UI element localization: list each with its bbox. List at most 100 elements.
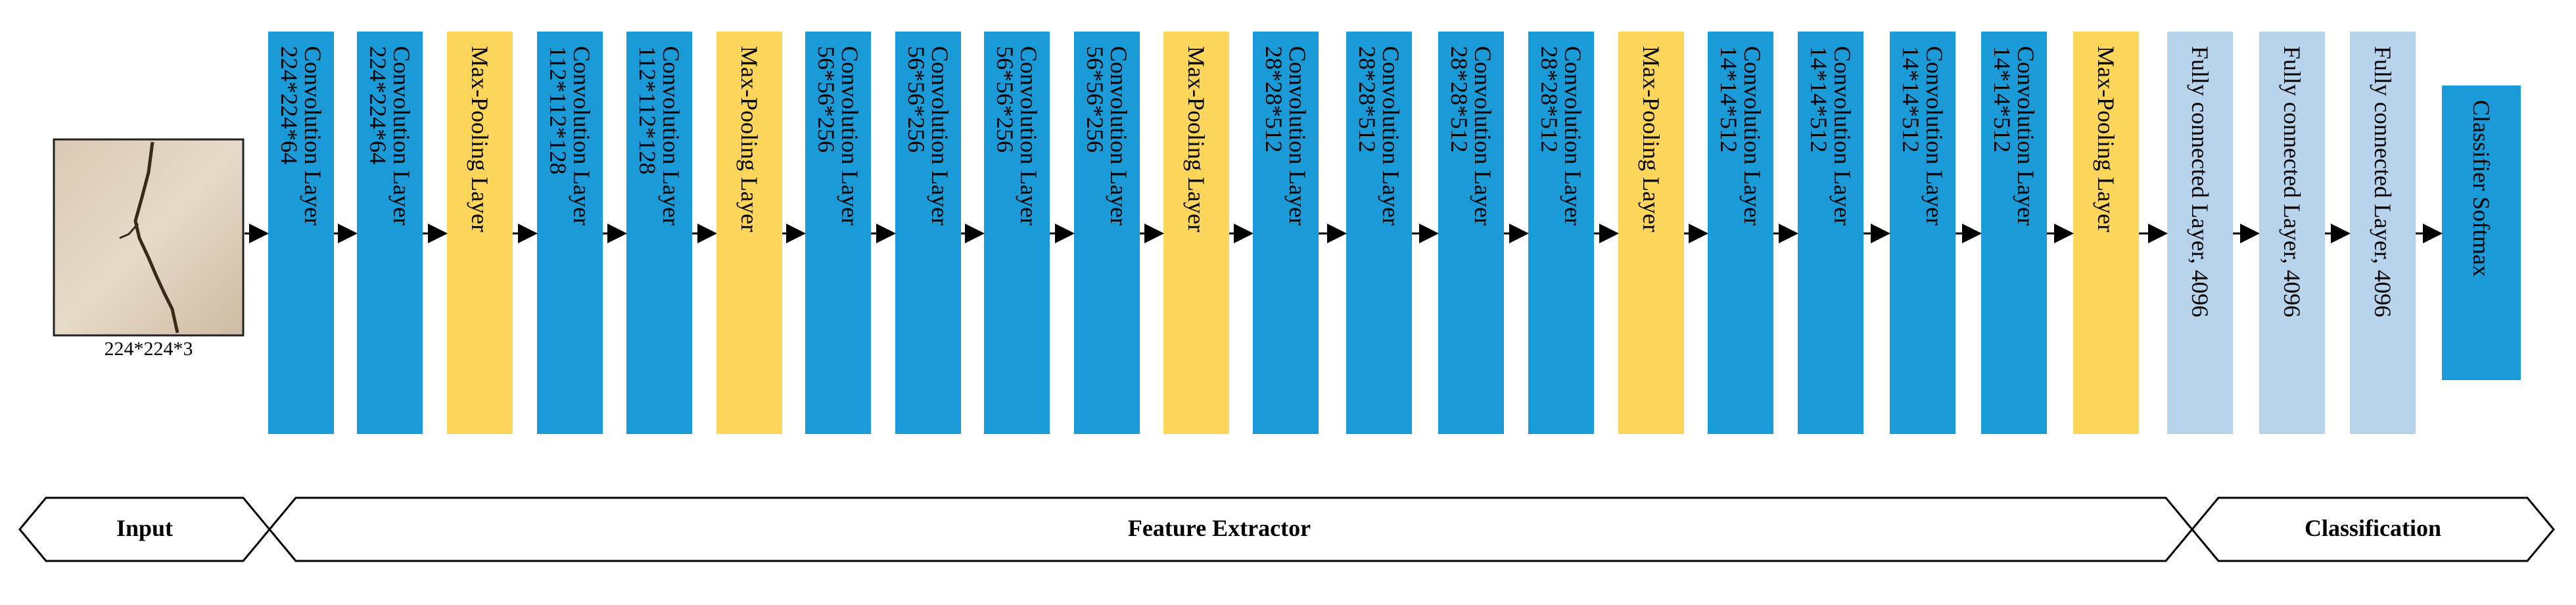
layer-box <box>1981 32 2047 434</box>
layer-9-conv: Convolution Layer56*56*256 <box>984 32 1050 434</box>
layer-size: 28*28*512 <box>1354 46 1380 153</box>
layer-name: Fully connected Layer, 4096 <box>2279 46 2305 317</box>
layer-box <box>2073 32 2139 434</box>
layer-name: Convolution Layer <box>569 46 595 226</box>
layer-4-conv: Convolution Layer112*112*128 <box>537 32 603 434</box>
layer-box <box>984 32 1050 434</box>
layer-label: Convolution Layer224*224*64 <box>365 46 415 226</box>
layer-box <box>805 32 871 434</box>
stage-input-label: Input <box>116 515 173 541</box>
layer-7-conv: Convolution Layer56*56*256 <box>805 32 871 434</box>
layer-box <box>626 32 692 434</box>
layer-20-conv: Convolution Layer14*14*512 <box>1981 32 2047 434</box>
stage-classification-label: Classification <box>2305 515 2441 541</box>
layer-5-conv: Convolution Layer112*112*128 <box>626 32 692 434</box>
layer-15-conv: Convolution Layer28*28*512 <box>1528 32 1594 434</box>
layer-size: 112*112*128 <box>545 46 571 174</box>
layer-box <box>1528 32 1594 434</box>
layer-label: Convolution Layer28*28*512 <box>1446 46 1496 226</box>
layer-name: Convolution Layer <box>1016 46 1042 226</box>
stage-banners: Input Feature Extractor Classification <box>18 496 2555 562</box>
stage-feature-extractor-label: Feature Extractor <box>1128 515 1311 541</box>
layer-label: Max-Pooling Layer <box>467 46 493 232</box>
layer-label: Max-Pooling Layer <box>1183 46 1209 232</box>
layer-label: Convolution Layer14*14*512 <box>1806 46 1856 226</box>
layer-size: 56*56*256 <box>813 46 839 153</box>
layer-box <box>1618 32 1684 434</box>
layer-18-conv: Convolution Layer14*14*512 <box>1798 32 1863 434</box>
layer-box <box>716 32 782 434</box>
layer-box <box>1253 32 1319 434</box>
layer-name: Convolution Layer <box>1739 46 1766 226</box>
layer-label: Convolution Layer112*112*128 <box>545 46 595 226</box>
layer-name: Max-Pooling Layer <box>1638 46 1664 232</box>
layer-name: Convolution Layer <box>388 46 415 226</box>
layer-box <box>2259 32 2325 434</box>
layer-size: 56*56*256 <box>1082 46 1108 153</box>
layer-size: 112*112*128 <box>634 46 661 174</box>
layer-label: Max-Pooling Layer <box>1638 46 1664 232</box>
layer-8-conv: Convolution Layer56*56*256 <box>895 32 961 434</box>
layer-size: 14*14*512 <box>1716 46 1742 153</box>
layer-size: 56*56*256 <box>992 46 1018 153</box>
layer-size: 28*28*512 <box>1536 46 1562 153</box>
layer-box <box>1708 32 1773 434</box>
layer-11-pool: Max-Pooling Layer <box>1163 32 1229 434</box>
layer-box <box>1798 32 1863 434</box>
layer-size: 28*28*512 <box>1261 46 1287 153</box>
layer-label: Convolution Layer56*56*256 <box>813 46 863 226</box>
layer-box <box>268 32 334 434</box>
layer-box <box>1074 32 1140 434</box>
layer-size: 56*56*256 <box>903 46 929 153</box>
layer-name: Fully connected Layer, 4096 <box>2370 46 2396 317</box>
layer-name: Classifier Softmax <box>2468 100 2494 277</box>
layer-label: Convolution Layer14*14*512 <box>1989 46 2039 226</box>
layer-24-fc: Fully connected Layer, 4096 <box>2350 32 2416 434</box>
layer-name: Convolution Layer <box>300 46 326 226</box>
layer-label: Convolution Layer224*224*64 <box>276 46 326 226</box>
layer-name: Convolution Layer <box>2013 46 2039 226</box>
input-image <box>53 138 245 337</box>
layer-label: Fully connected Layer, 4096 <box>2187 46 2213 317</box>
layer-label: Convolution Layer14*14*512 <box>1898 46 1948 226</box>
layer-name: Convolution Layer <box>1470 46 1496 226</box>
layer-label: Max-Pooling Layer <box>2093 46 2119 232</box>
layer-6-pool: Max-Pooling Layer <box>716 32 782 434</box>
stage-classification-shape <box>2191 496 2555 562</box>
layer-box <box>447 32 513 434</box>
layer-14-conv: Convolution Layer28*28*512 <box>1438 32 1504 434</box>
layer-name: Convolution Layer <box>1106 46 1132 226</box>
layer-12-conv: Convolution Layer28*28*512 <box>1253 32 1319 434</box>
layer-name: Convolution Layer <box>1829 46 1856 226</box>
layer-box <box>1346 32 1412 434</box>
layer-box <box>1438 32 1504 434</box>
layer-10-conv: Convolution Layer56*56*256 <box>1074 32 1140 434</box>
layer-21-pool: Max-Pooling Layer <box>2073 32 2139 434</box>
layer-name: Convolution Layer <box>1284 46 1311 226</box>
layer-label: Convolution Layer112*112*128 <box>634 46 684 226</box>
layer-name: Max-Pooling Layer <box>467 46 493 232</box>
layer-name: Convolution Layer <box>927 46 953 226</box>
layer-size: 224*224*64 <box>365 46 391 164</box>
layer-label: Convolution Layer56*56*256 <box>992 46 1042 226</box>
layer-box <box>1890 32 1955 434</box>
layer-box <box>895 32 961 434</box>
layer-16-pool: Max-Pooling Layer <box>1618 32 1684 434</box>
layer-label: Convolution Layer28*28*512 <box>1536 46 1586 226</box>
layer-label: Convolution Layer56*56*256 <box>903 46 953 226</box>
layer-box <box>2442 85 2521 380</box>
layer-size: 224*224*64 <box>276 46 302 164</box>
layer-name: Max-Pooling Layer <box>1183 46 1209 232</box>
layer-label: Convolution Layer28*28*512 <box>1261 46 1311 226</box>
layer-name: Fully connected Layer, 4096 <box>2187 46 2213 317</box>
layer-19-conv: Convolution Layer14*14*512 <box>1890 32 1955 434</box>
layer-name: Convolution Layer <box>837 46 863 226</box>
layer-name: Convolution Layer <box>658 46 684 226</box>
layer-1-conv: Convolution Layer224*224*64 <box>268 32 334 434</box>
layer-box <box>357 32 423 434</box>
layer-label: Convolution Layer14*14*512 <box>1716 46 1766 226</box>
layer-box <box>537 32 603 434</box>
